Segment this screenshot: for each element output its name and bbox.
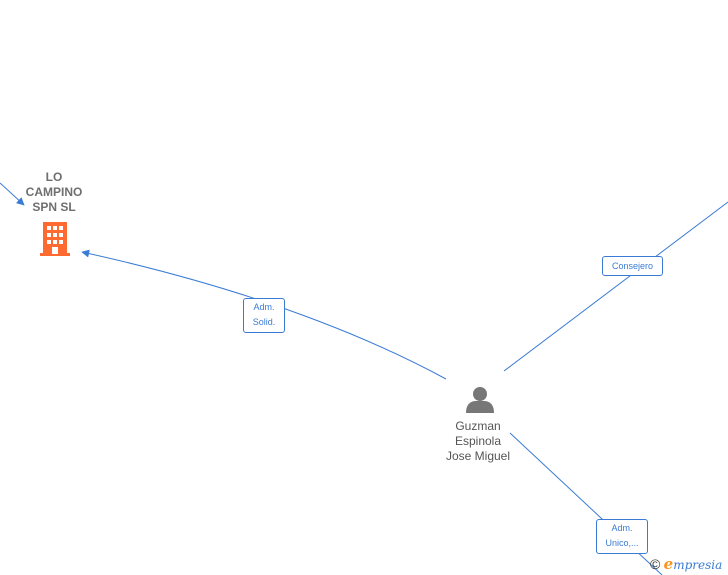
edge-incoming-company xyxy=(0,182,25,206)
edge-label-line: Solid. xyxy=(252,317,276,327)
company-name-line: SPN SL xyxy=(32,200,76,214)
edge-label-line: Unico,... xyxy=(605,538,639,548)
company-node-label[interactable]: LO CAMPINO SPN SL xyxy=(14,170,94,215)
building-icon[interactable] xyxy=(40,222,70,256)
edge-label-line: Adm. xyxy=(253,302,275,312)
edge-label-consejero[interactable]: Consejero xyxy=(602,256,663,276)
copyright-icon: © xyxy=(650,556,661,572)
company-name-line: CAMPINO xyxy=(25,185,83,199)
brand-name: empresia xyxy=(663,555,723,573)
empresia-logo: © empresia xyxy=(650,555,722,573)
edge-label-line: Adm. xyxy=(611,523,633,533)
person-node-label[interactable]: Guzman Espinola Jose Miguel xyxy=(430,419,526,464)
company-name-line: LO xyxy=(45,170,63,184)
person-name-line: Guzman xyxy=(455,419,501,433)
edge-consejero xyxy=(503,201,728,372)
person-name-line: Espinola xyxy=(454,434,502,448)
person-icon[interactable] xyxy=(466,387,494,413)
person-name-line: Jose Miguel xyxy=(445,449,511,463)
edge-label-adm-solid[interactable]: Adm. Solid. xyxy=(243,298,285,333)
edge-label-line: Consejero xyxy=(611,261,654,271)
edge-label-adm-unico[interactable]: Adm. Unico,... xyxy=(596,519,648,554)
